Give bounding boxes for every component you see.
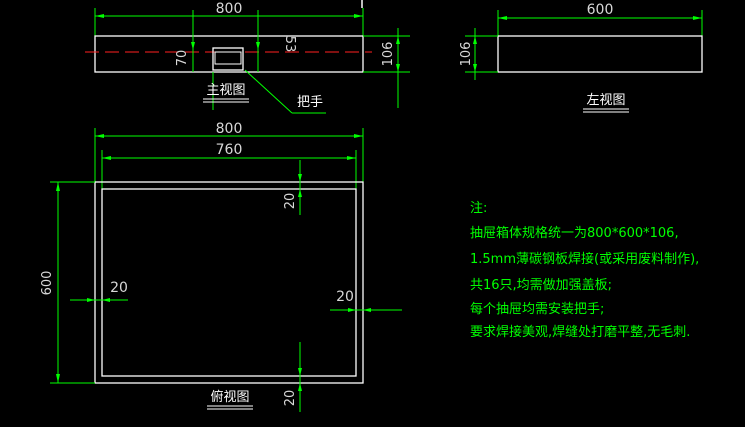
- left-height-dim: 106: [459, 42, 474, 67]
- top-outer-width-dim: 800: [216, 121, 243, 137]
- left-view: 600 106 左视图: [459, 2, 703, 113]
- main-right-offset-dim: 53: [282, 36, 297, 53]
- notes-block: 注: 抽屉箱体规格统一为800*600*106, 1.5mm薄碳钢板焊接(或采用…: [470, 201, 699, 340]
- left-drawer-outline: [497, 35, 703, 73]
- notes-heading: 注:: [470, 201, 487, 216]
- main-left-offset-dim: 70: [175, 50, 190, 67]
- left-width-dim: 600: [587, 2, 614, 18]
- handle-label: 把手: [297, 95, 323, 110]
- left-view-title: 左视图: [586, 93, 625, 108]
- top-inner-width-dim: 760: [216, 142, 243, 158]
- notes-line: 抽屉箱体规格统一为800*600*106,: [470, 225, 679, 241]
- handle-shape: [212, 47, 244, 71]
- notes-line: 要求焊接美观,焊缝处打磨平整,无毛刺.: [470, 324, 690, 340]
- main-width-dim: 800: [216, 1, 243, 17]
- top-wall-left-dim: 20: [110, 280, 128, 296]
- top-wall-bottom-dim: 20: [283, 390, 298, 407]
- top-outer-outline: [94, 181, 364, 384]
- notes-line: 每个抽屉均需安装把手;: [470, 301, 604, 317]
- notes-line: 共16只,均需做加强盖板;: [470, 278, 612, 293]
- top-wall-top-dim: 20: [283, 193, 298, 210]
- top-wall-right-dim: 20: [336, 289, 354, 305]
- notes-line: 1.5mm薄碳钢板焊接(或采用废料制作),: [470, 251, 699, 267]
- main-view-title: 主视图: [206, 83, 245, 98]
- main-drawer-outline: [94, 35, 364, 73]
- top-view: 800 760 600 20 20 20: [40, 121, 402, 412]
- top-view-title: 俯视图: [210, 389, 249, 405]
- top-inner-outline: [101, 188, 357, 377]
- main-view: 800 70 53 106 把手 主视图: [85, 0, 410, 114]
- top-height-dim: 600: [40, 271, 55, 296]
- main-height-dim: 106: [381, 42, 396, 67]
